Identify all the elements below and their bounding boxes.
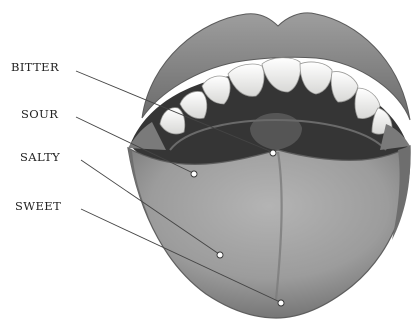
bitter-label: BITTER	[11, 60, 59, 74]
salty-marker-dot	[217, 252, 223, 258]
sour-marker-dot	[191, 171, 197, 177]
tongue	[128, 146, 410, 318]
salty-label: SALTY	[20, 150, 60, 164]
sweet-marker-dot	[278, 300, 284, 306]
sour-label: SOUR	[21, 107, 58, 121]
bitter-marker-dot	[270, 150, 276, 156]
sweet-label: SWEET	[15, 199, 61, 213]
